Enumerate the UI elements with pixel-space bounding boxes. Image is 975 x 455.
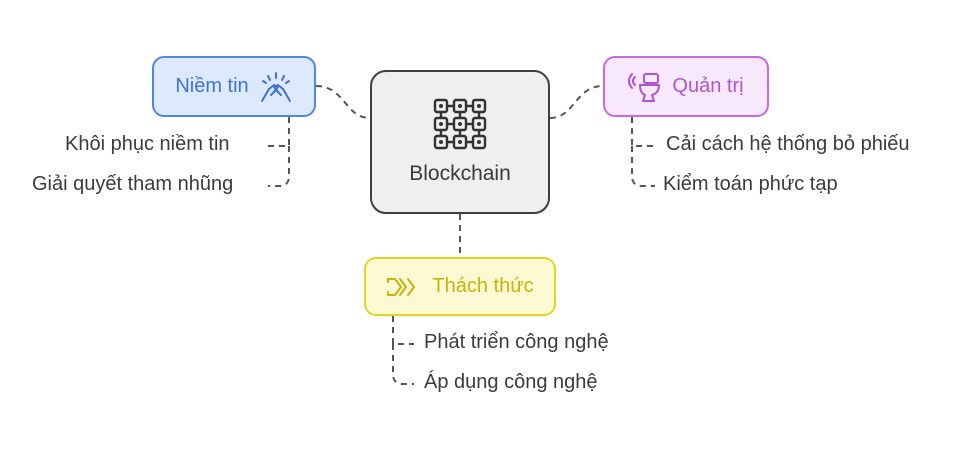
chevrons-right-icon [386,275,422,299]
connector-center-governance [549,85,604,119]
handshake-icon [259,71,293,103]
connector-governance-leaf-2 [631,146,655,187]
branch-challenges: Thách thức [364,257,556,316]
branch-trust: Niềm tin [152,56,316,117]
blockchain-grid-icon [433,98,487,150]
challenges-leaf-1: Phát triển công nghệ [424,331,609,353]
connector-challenges-leaf-1 [392,316,414,345]
governance-leaf-1: Cải cách hệ thống bỏ phiếu [666,133,910,155]
connector-center-trust [315,85,371,119]
branch-trust-label: Niềm tin [175,75,249,97]
branch-governance: Quản trị [603,56,769,117]
center-label: Blockchain [409,162,511,185]
governance-leaf-2: Kiểm toán phức tạp [663,173,838,195]
center-node: Blockchain [370,70,550,214]
branch-challenges-label: Thách thức [432,275,534,297]
connector-trust-leaf-1 [268,117,290,147]
connector-governance-leaf-1 [631,117,655,147]
trust-leaf-1: Khôi phục niềm tin [65,133,230,155]
toilet-icon [628,71,662,103]
challenges-leaf-2: Áp dụng công nghệ [424,371,598,393]
connector-trust-leaf-2 [268,146,290,187]
connector-challenges-leaf-2 [392,344,414,385]
trust-leaf-2: Giải quyết tham nhũng [32,173,234,195]
branch-governance-label: Quản trị [672,75,744,97]
